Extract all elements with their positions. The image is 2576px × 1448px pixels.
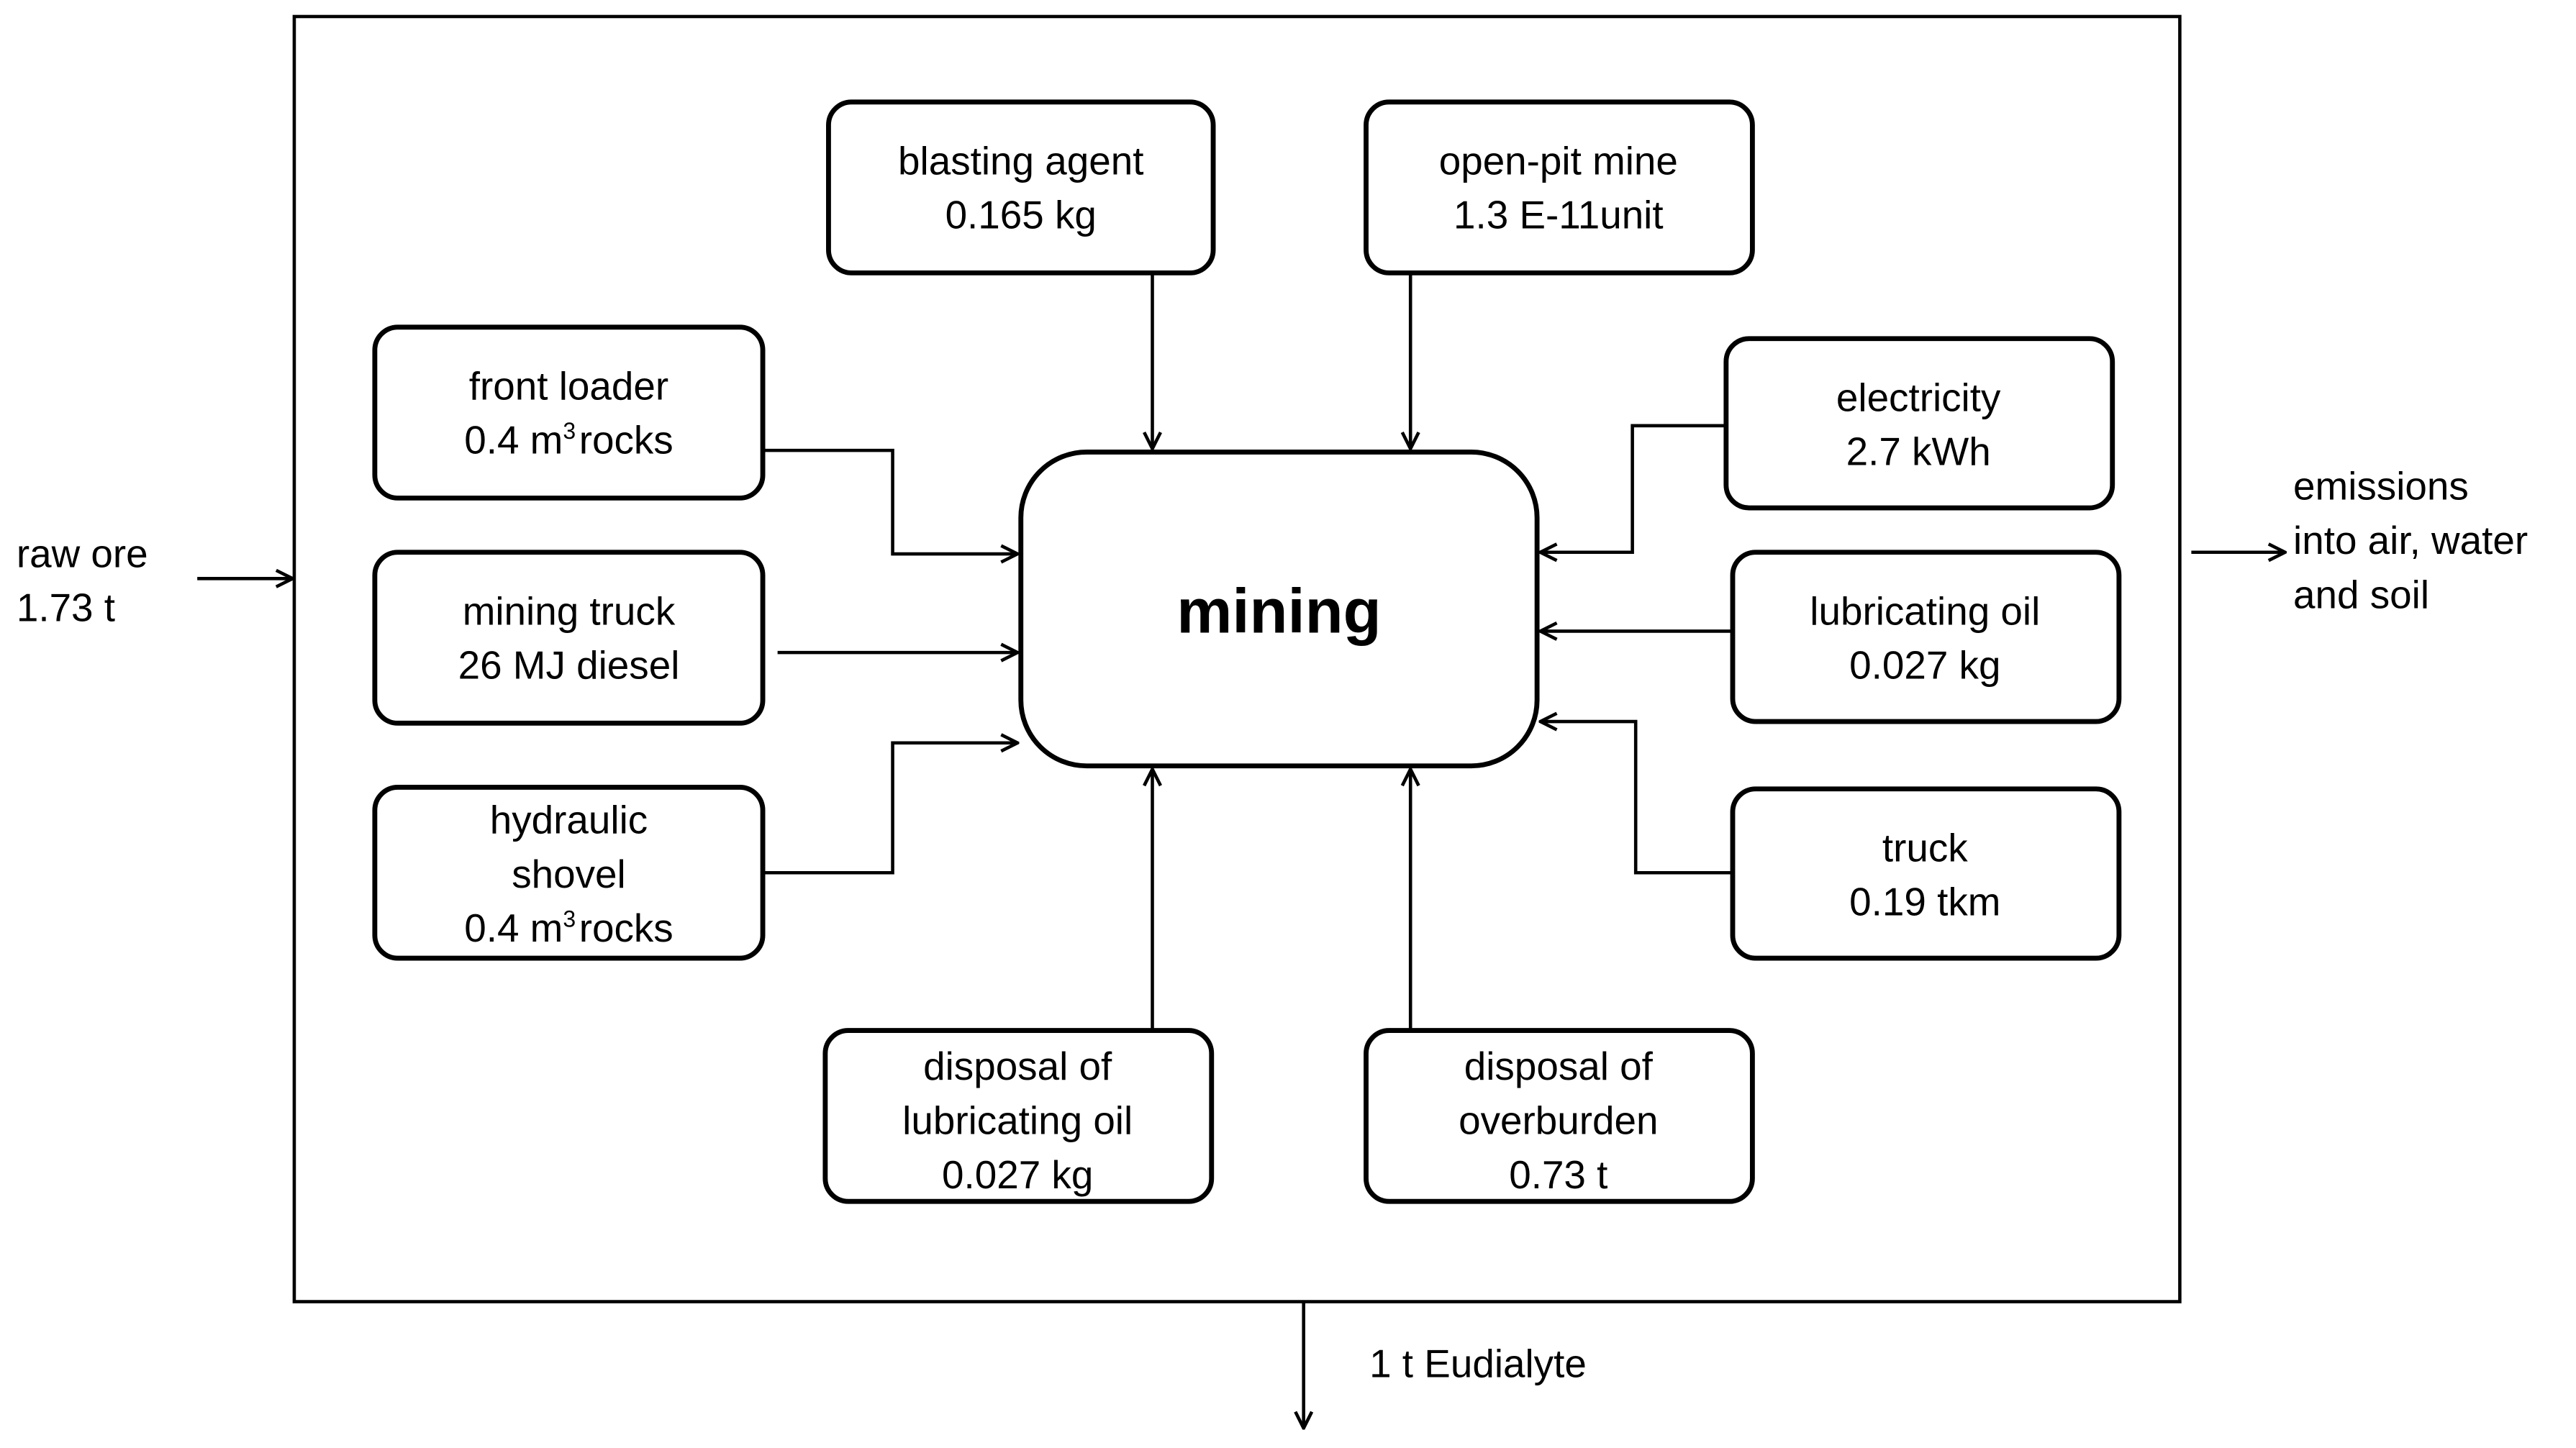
arrow-electricity: [1541, 424, 1726, 552]
blasting-agent-box: blasting agent 0.165 kg: [826, 99, 1216, 276]
box-amount: 0.027 kg: [942, 1152, 1093, 1197]
box-amount: 1.3 E-11unit: [1453, 193, 1664, 237]
lubricating-oil-box: lubricating oil 0.027 kg: [1730, 550, 2122, 724]
box-label: overburden: [1459, 1098, 1658, 1143]
system-boundary: [292, 14, 2182, 1303]
arrow-front-loader: [763, 448, 1017, 554]
box-amount: 0.73 t: [1509, 1152, 1607, 1197]
product-label: 1 t Eudialyte: [1369, 1342, 1587, 1386]
electricity-box: electricity 2.7 kWh: [1723, 336, 2115, 511]
emissions-line: and soil: [2293, 572, 2429, 616]
box-amount: 26 MJ diesel: [458, 643, 680, 688]
box-label: hydraulic: [490, 797, 648, 842]
mining-process-box: mining: [1018, 449, 1540, 769]
box-label: electricity: [1836, 375, 2001, 419]
box-label: disposal of: [1464, 1044, 1654, 1088]
open-pit-mine-box: open-pit mine 1.3 E-11unit: [1364, 99, 1755, 276]
emissions-label: emissions into air, water and soil: [2293, 464, 2528, 617]
mining-label: mining: [1176, 577, 1381, 647]
truck-box: truck 0.19 tkm: [1730, 786, 2122, 961]
box-label: front loader: [469, 363, 668, 408]
disposal-lubricating-oil-box: disposal of lubricating oil 0.027 kg: [822, 1028, 1215, 1204]
box-label: lubricating oil: [902, 1098, 1133, 1143]
box-label: open-pit mine: [1439, 138, 1678, 183]
box-label: mining truck: [463, 588, 676, 633]
emissions-line: into air, water: [2293, 518, 2528, 563]
box-amount: 0.165 kg: [945, 193, 1097, 237]
raw-ore-name: raw ore: [17, 531, 148, 575]
arrow-truck: [1541, 721, 1733, 875]
box-amount: 0.027 kg: [1849, 643, 2000, 688]
raw-ore-label: raw ore 1.73 t: [17, 531, 148, 629]
mining-truck-box: mining truck 26 MJ diesel: [372, 550, 766, 726]
box-label: disposal of: [923, 1044, 1112, 1088]
box-label: lubricating oil: [1810, 588, 2040, 633]
box-amount: 2.7 kWh: [1846, 429, 1991, 474]
box-label: blasting agent: [898, 138, 1143, 183]
emissions-line: emissions: [2293, 464, 2469, 509]
box-label: shovel: [512, 852, 626, 896]
raw-ore-amount: 1.73 t: [17, 586, 115, 630]
disposal-overburden-box: disposal of overburden 0.73 t: [1364, 1028, 1755, 1204]
arrow-hydraulic-shovel: [763, 743, 1017, 875]
box-amount: 0.19 tkm: [1849, 880, 2000, 924]
box-label: truck: [1882, 825, 1968, 870]
